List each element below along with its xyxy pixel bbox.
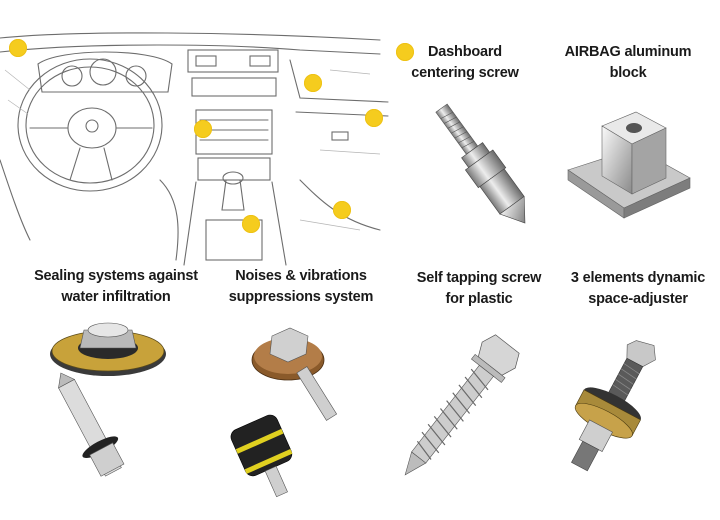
caption-line-2: water infiltration [61, 289, 171, 305]
caption-line-1: 3 elements dynamic [570, 270, 706, 286]
damper-bolts-icon[interactable] [218, 318, 368, 498]
product-caption: Self tapping screw for plastic [404, 268, 554, 310]
space-adjuster-icon[interactable] [560, 340, 690, 490]
product-caption: AIRBAG aluminum block [548, 42, 708, 84]
product-caption: Sealing systems against water infiltrati… [26, 266, 206, 308]
caption-line-2: suppressions system [228, 289, 374, 305]
hotspot-dot[interactable] [242, 215, 260, 233]
caption-line-2: for plastic [445, 291, 513, 307]
dashboard-sketch-image [0, 32, 389, 266]
caption-line-2: block [609, 65, 647, 81]
sealing-bolt-icon[interactable] [28, 318, 178, 488]
hotspot-dot[interactable] [9, 39, 27, 57]
caption-line-1: Self tapping screw [416, 270, 542, 286]
hotspot-dot[interactable] [396, 43, 414, 61]
caption-line-1: Dashboard [428, 44, 502, 60]
self-tapping-screw-icon[interactable] [380, 326, 530, 496]
caption-line-2: centering screw [411, 65, 519, 81]
aluminum-block-icon[interactable] [566, 108, 696, 228]
product-caption: Dashboard centering screw [395, 42, 535, 84]
caption-line-1: Noises & vibrations [235, 268, 367, 284]
hotspot-dot[interactable] [194, 120, 212, 138]
product-caption: 3 elements dynamic space-adjuster [560, 268, 716, 310]
hotspot-dot[interactable] [333, 201, 351, 219]
shoulder-screw-icon[interactable] [420, 98, 550, 238]
caption-line-2: space-adjuster [588, 291, 688, 307]
hotspot-dot[interactable] [304, 74, 322, 92]
caption-line-1: AIRBAG aluminum [564, 44, 692, 60]
caption-line-1: Sealing systems against [34, 268, 198, 284]
product-caption: Noises & vibrations suppressions system [222, 266, 380, 308]
hotspot-dot[interactable] [365, 109, 383, 127]
